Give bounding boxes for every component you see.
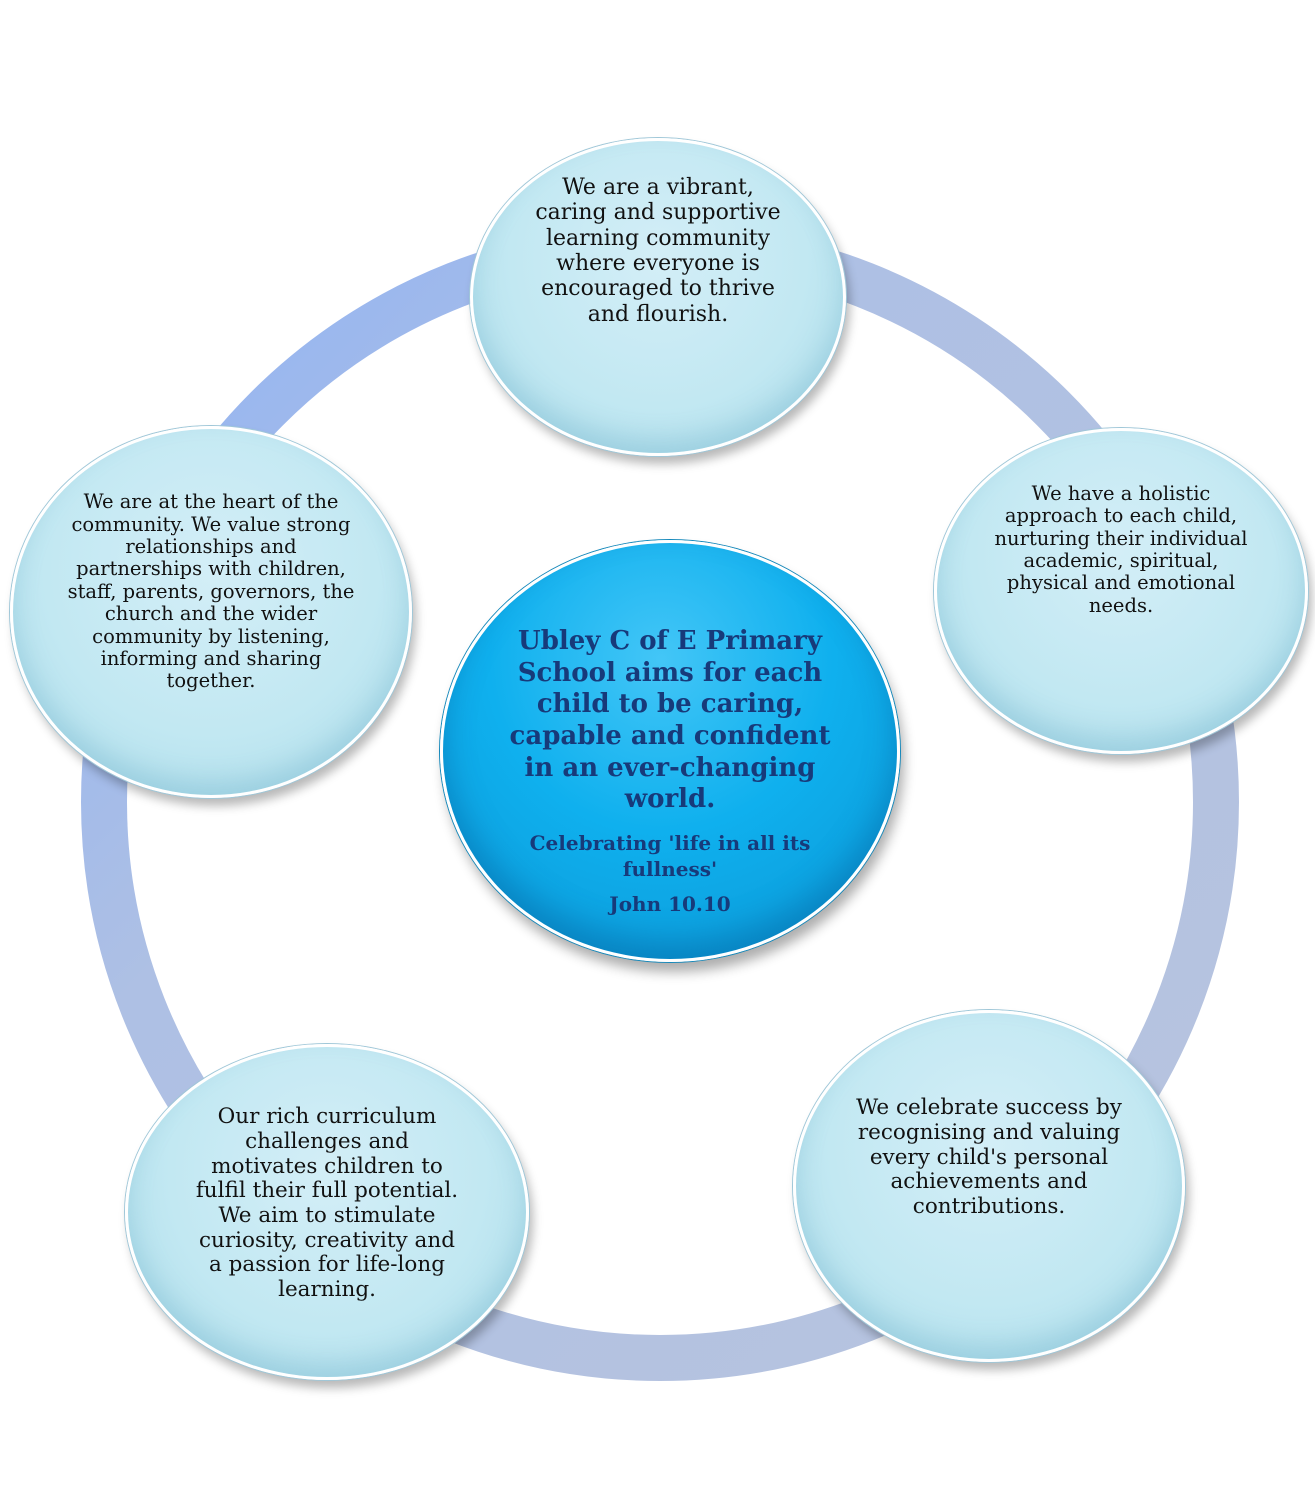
aim-text-right: We have a holistic approach to each chil…	[994, 481, 1248, 617]
aim-text-top: We are a vibrant, caring and supportive …	[535, 175, 781, 327]
aim-node-bottom-left: Our rich curriculum challenges and motiv…	[125, 1044, 529, 1380]
aim-text-bottom-right: We celebrate success by recognising and …	[856, 1095, 1122, 1220]
aim-node-top: We are a vibrant, caring and supportive …	[470, 138, 846, 456]
central-quote: Celebrating 'life in all its fullness'	[529, 831, 811, 882]
central-reference: John 10.10	[609, 892, 731, 917]
aim-node-right: We have a holistic approach to each chil…	[934, 428, 1308, 754]
aim-text-bottom-left: Our rich curriculum challenges and motiv…	[195, 1104, 459, 1303]
aim-node-bottom-right: We celebrate success by recognising and …	[793, 1010, 1185, 1362]
aim-text-left: We are at the heart of the community. We…	[67, 490, 355, 693]
central-aim-circle: Ubley C of E Primary School aims for eac…	[440, 540, 900, 962]
central-aim-text: Ubley C of E Primary School aims for eac…	[509, 625, 831, 815]
aim-node-left: We are at the heart of the community. We…	[10, 426, 412, 798]
